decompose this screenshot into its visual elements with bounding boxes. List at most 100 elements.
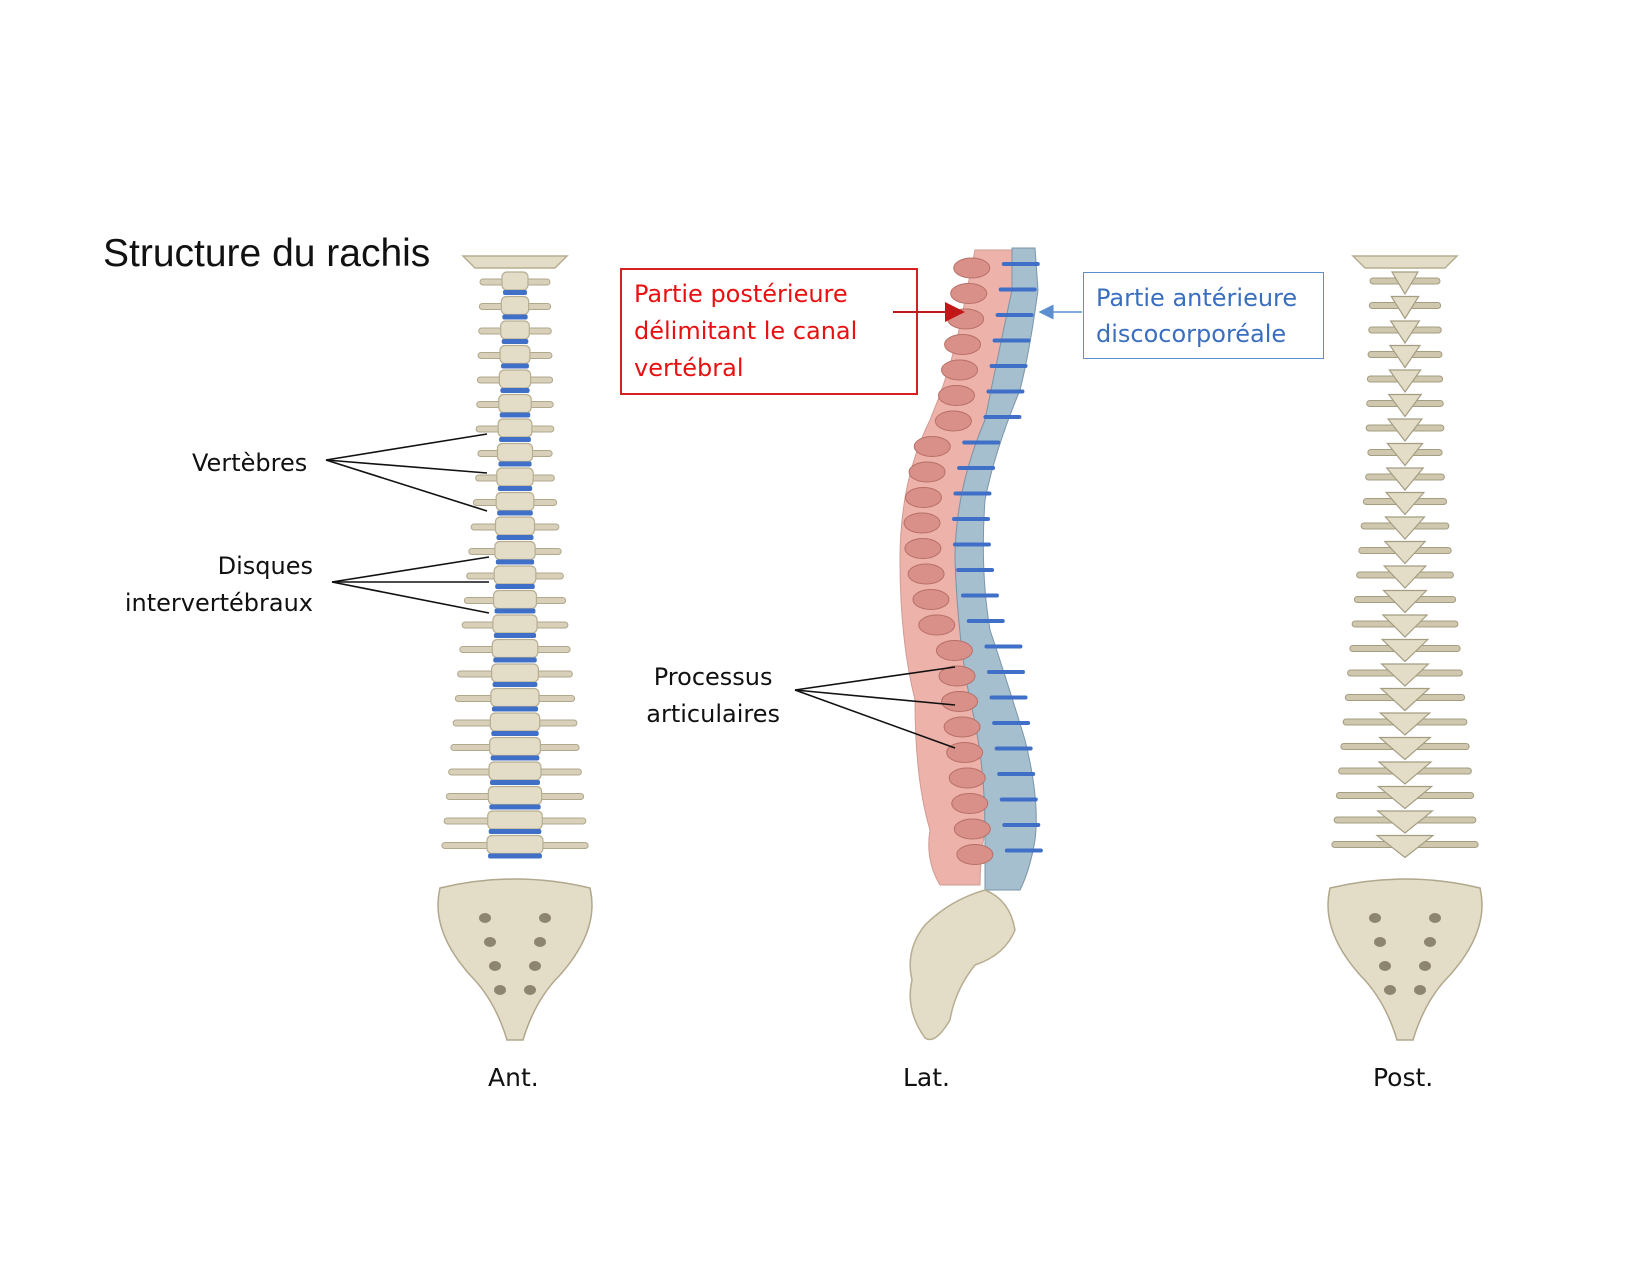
lateral-disc: [983, 415, 1022, 419]
lateral-articular-process: [950, 283, 988, 304]
spinous-process: [1380, 663, 1430, 687]
spinous-process: [1378, 736, 1432, 761]
spinous-process: [1375, 810, 1435, 834]
intervertebral-disc: [491, 731, 539, 736]
lateral-articular-process: [937, 385, 975, 406]
atlas-vertebra: [1351, 255, 1459, 269]
spinous-process: [1389, 320, 1421, 345]
label-vertebrae: Vertèbres: [192, 449, 308, 477]
spinous-process: [1378, 712, 1432, 736]
vertebral-body: [494, 516, 536, 536]
posterior-box-line1: Partie postérieure: [634, 280, 848, 308]
label-processes-line1: Processus: [653, 663, 773, 691]
spinous-process: [1381, 614, 1429, 638]
lateral-articular-process: [944, 334, 982, 355]
spinous-process: [1376, 785, 1434, 810]
lateral-articular-process: [903, 512, 941, 534]
intervertebral-disc: [499, 437, 531, 442]
spinous-process: [1379, 687, 1431, 712]
spinous-process: [1382, 589, 1428, 614]
lateral-disc: [992, 338, 1031, 343]
lateral-articular-process: [912, 589, 950, 610]
lateral-articular-process: [907, 563, 945, 585]
lateral-articular-process: [956, 844, 994, 865]
sacral-foramen: [534, 937, 546, 947]
vertebral-body: [501, 271, 529, 291]
intervertebral-disc: [497, 510, 533, 516]
spinous-process: [1380, 638, 1430, 663]
lateral-disc: [987, 670, 1025, 674]
lateral-disc: [952, 517, 991, 521]
spinous-process: [1384, 516, 1426, 540]
intervertebral-disc: [488, 829, 542, 834]
lateral-disc: [994, 746, 1033, 751]
spinous-process: [1375, 834, 1435, 859]
sacral-foramen: [1384, 985, 1396, 995]
vertebral-body: [494, 540, 536, 561]
lateral-spine: [899, 247, 1043, 1041]
intervertebral-disc: [500, 388, 530, 393]
lateral-articular-process: [935, 640, 973, 661]
intervertebral-disc: [495, 559, 535, 565]
vertebral-body: [493, 565, 537, 585]
posterior-part-box: Partie postérieure délimitant le canal v…: [620, 268, 918, 395]
lateral-articular-process: [943, 716, 981, 738]
sacral-foramen: [1369, 913, 1381, 923]
posterior-box-line3: vertébral: [634, 354, 744, 382]
lateral-disc: [1004, 848, 1043, 853]
vertebral-body: [500, 295, 530, 316]
lateral-articular-process: [908, 461, 946, 483]
processes-leader-lines: [794, 666, 956, 749]
vertebral-body: [491, 638, 539, 659]
spinous-process: [1383, 540, 1427, 565]
lateral-disc: [957, 466, 996, 470]
sacrum: [437, 878, 593, 1041]
intervertebral-disc: [503, 290, 527, 295]
anterior-part-box: Partie antérieure discocorporéale: [1083, 272, 1324, 359]
intervertebral-disc: [490, 780, 540, 785]
spinous-process: [1388, 369, 1422, 394]
sacrum: [1327, 878, 1483, 1041]
spinous-process: [1377, 761, 1433, 785]
lateral-disc: [998, 287, 1037, 292]
vertebral-body: [489, 736, 541, 757]
vertebral-body: [492, 614, 538, 634]
anterior-box-line1: Partie antérieure: [1096, 284, 1298, 312]
discs-leader-lines: [331, 556, 490, 614]
lateral-articular-process: [953, 818, 991, 840]
intervertebral-disc: [496, 535, 534, 540]
label-discs: Disques intervertébraux: [125, 548, 313, 622]
spinous-process: [1388, 344, 1422, 369]
lateral-disc: [989, 364, 1028, 368]
intervertebral-disc: [497, 486, 533, 491]
lateral-disc: [989, 695, 1028, 700]
sacral-foramen: [494, 985, 506, 995]
intervertebral-disc: [498, 461, 532, 467]
lateral-disc: [986, 389, 1025, 394]
anterior-spine: [437, 255, 593, 1041]
sacral-foramen: [1424, 937, 1436, 947]
vertebral-body: [492, 589, 538, 610]
spinous-process: [1385, 467, 1425, 491]
caption-lateral-view: Lat.: [903, 1063, 950, 1092]
lateral-disc: [956, 568, 995, 572]
lateral-articular-process: [946, 742, 984, 763]
lateral-articular-process: [938, 665, 976, 687]
lateral-articular-process: [951, 793, 989, 814]
intervertebral-disc: [491, 706, 539, 712]
lateral-sacrum: [909, 889, 1016, 1041]
intervertebral-disc: [495, 584, 535, 589]
spinous-process: [1386, 418, 1424, 442]
lateral-articular-process: [948, 767, 986, 789]
intervertebral-disc: [499, 412, 531, 418]
sacral-foramen: [1414, 985, 1426, 995]
intervertebral-disc: [494, 608, 536, 614]
vertebral-body: [495, 491, 535, 512]
posterior-box-line2: délimitant le canal: [634, 317, 858, 345]
label-discs-line2: intervertébraux: [124, 589, 313, 617]
lateral-articular-process: [934, 410, 972, 432]
vertebral-body: [489, 712, 541, 732]
caption-posterior-view: Post.: [1373, 1063, 1434, 1092]
sacral-foramen: [489, 961, 501, 971]
sacral-foramen: [529, 961, 541, 971]
